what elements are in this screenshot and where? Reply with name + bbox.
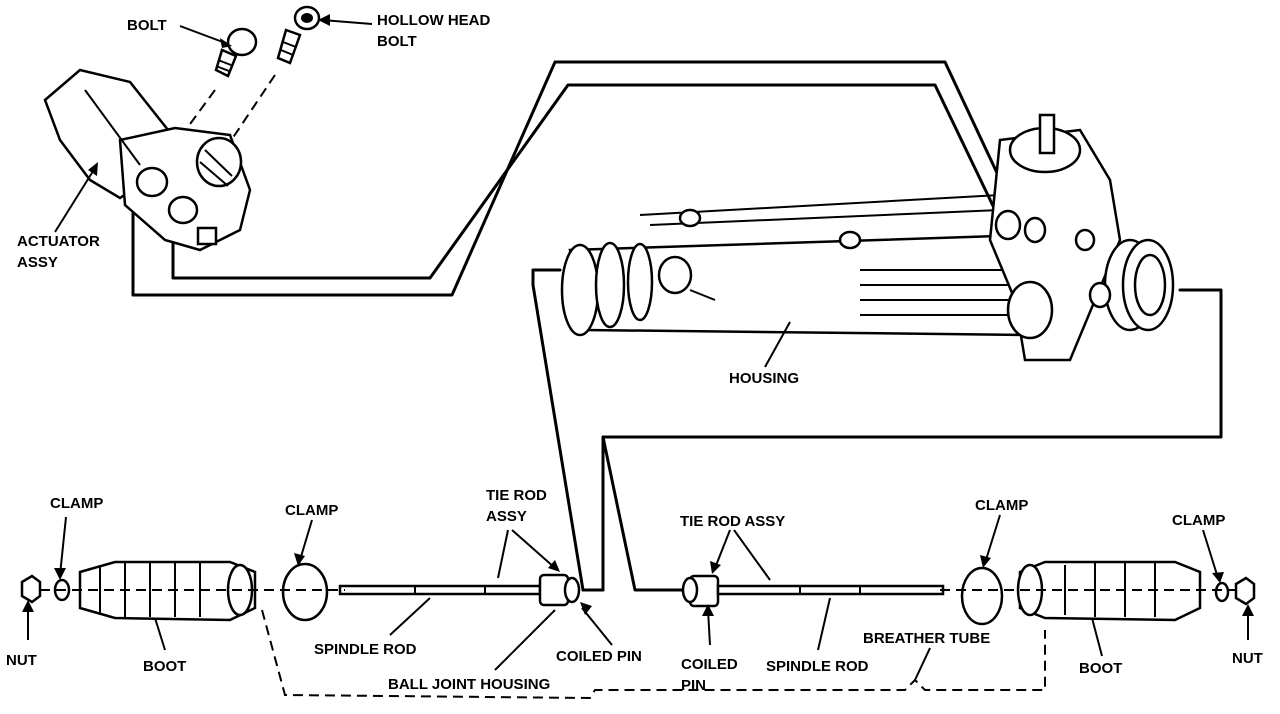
label-hollow-head-bolt-2: BOLT [377,33,417,50]
label-housing: HOUSING [729,370,799,387]
label-boot-right: BOOT [1079,660,1122,677]
breather-tube [261,609,1046,700]
housing [560,113,1175,362]
label-coiled-pin-right-2: PIN [681,677,706,694]
spindle-rod-left [338,584,542,596]
boot-left [78,560,257,622]
label-clamp-left-outer: CLAMP [50,495,103,512]
label-hollow-head-bolt-1: HOLLOW HEAD [377,12,490,29]
label-ball-joint-housing: BALL JOINT HOUSING [388,676,550,693]
label-nut-right: NUT [1232,650,1263,667]
label-tie-rod-assy-left-1: TIE ROD [486,487,547,504]
label-nut-left: NUT [6,652,37,669]
actuator-assy [43,68,252,252]
label-actuator-assy-1: ACTUATOR [17,233,100,250]
label-breather-tube: BREATHER TUBE [863,630,990,647]
left-tie-rod-group [20,560,581,622]
clamp-right-outer [1214,581,1230,603]
right-tie-rod-group [681,560,1256,626]
label-coiled-pin-left: COILED PIN [556,648,642,665]
label-spindle-rod-left: SPINDLE ROD [314,641,417,658]
label-clamp-right-outer: CLAMP [1172,512,1225,529]
spindle-rod-right [716,584,945,596]
label-tie-rod-assy-left-2: ASSY [486,508,527,525]
hollow-head-bolt [276,5,321,65]
label-clamp-left-inner: CLAMP [285,502,338,519]
label-boot-left: BOOT [143,658,186,675]
clamp-right-inner [960,566,1004,626]
label-bolt: BOLT [127,17,167,34]
labels: BOLT HOLLOW HEAD BOLT ACTUATOR ASSY HOUS… [6,12,1263,694]
nut-right [1234,576,1256,606]
hollow-bolt-alignment-line [227,74,276,146]
label-tie-rod-assy-right: TIE ROD ASSY [680,513,785,530]
label-clamp-right-inner: CLAMP [975,497,1028,514]
nut-left [20,574,42,604]
label-coiled-pin-right-1: COILED [681,656,738,673]
leader-lines [22,14,1254,681]
connector-lines [131,60,1223,592]
bolt [214,27,258,78]
label-spindle-rod-right: SPINDLE ROD [766,658,869,675]
label-actuator-assy-2: ASSY [17,254,58,271]
clamp-left-inner [281,562,329,622]
